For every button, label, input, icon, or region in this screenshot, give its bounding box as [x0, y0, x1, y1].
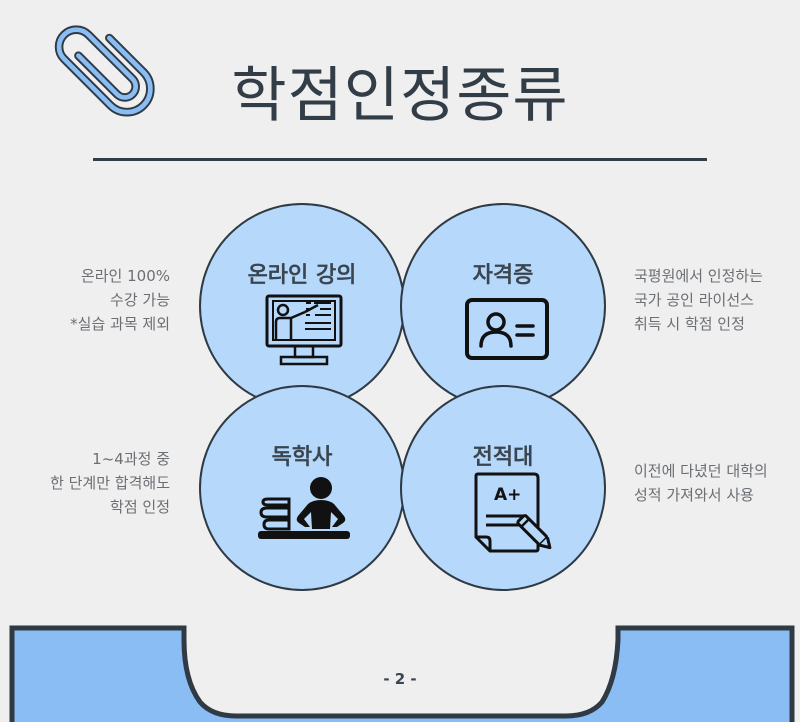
- description-line: 수강 가능: [110, 291, 170, 309]
- type-circle-transfer: 전적대 A+: [400, 385, 606, 591]
- paperclip-icon: [54, 25, 155, 117]
- type-circle-certificate: 자격증: [400, 203, 606, 409]
- type-circle-self-study: 독학사: [199, 385, 405, 591]
- page-title: 학점인정종류: [231, 61, 569, 131]
- transfer-description: 이전에 다녔던 대학의 성적 가져와서 사용: [634, 459, 768, 507]
- id-card-icon: [465, 298, 549, 360]
- online-lecture-monitor-icon: [265, 294, 343, 366]
- svg-text:A+: A+: [494, 485, 521, 505]
- page-number: - 2 -: [383, 670, 417, 688]
- description-line: 한 단계만 합격해도: [50, 474, 170, 492]
- footer-band: [9, 625, 795, 722]
- description-line: 성적 가져와서 사용: [634, 486, 754, 504]
- description-line: *실습 과목 제외: [70, 315, 170, 333]
- type-label: 온라인 강의: [247, 263, 357, 288]
- self-study-description: 1~4과정 중 한 단계만 합격해도 학점 인정: [50, 447, 170, 519]
- type-label: 자격증: [472, 263, 534, 288]
- grade-report-icon: A+: [474, 472, 552, 553]
- description-line: 학점 인정: [110, 498, 170, 516]
- title-underline: [93, 158, 707, 161]
- description-line: 1~4과정 중: [92, 450, 170, 468]
- description-line: 국가 공인 라이선스: [634, 291, 754, 309]
- type-circle-online-lecture: 온라인 강의: [199, 203, 405, 409]
- description-line: 취득 시 학점 인정: [634, 315, 745, 333]
- description-line: 이전에 다녔던 대학의: [634, 462, 768, 480]
- certificate-description: 국평원에서 인정하는 국가 공인 라이선스 취득 시 학점 인정: [634, 264, 763, 336]
- self-study-desk-icon: [258, 477, 350, 539]
- online-lecture-description: 온라인 100% 수강 가능 *실습 과목 제외: [70, 264, 170, 336]
- description-line: 온라인 100%: [80, 267, 170, 285]
- description-line: 국평원에서 인정하는: [634, 267, 763, 285]
- type-label: 전적대: [472, 445, 534, 470]
- type-label: 독학사: [271, 445, 333, 470]
